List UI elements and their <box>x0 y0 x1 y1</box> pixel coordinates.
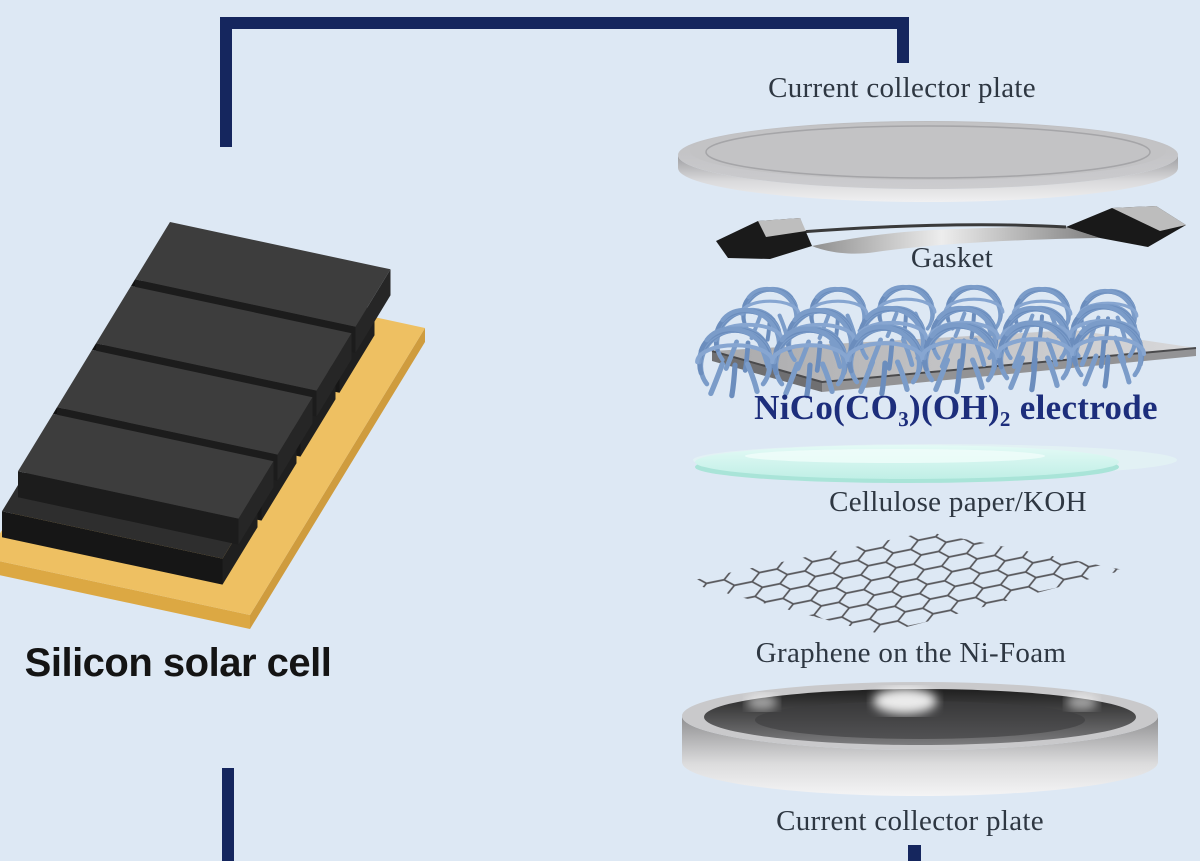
wire-top-right-vertical <box>897 17 909 63</box>
wire-bottom-right-stub <box>908 845 921 861</box>
gasket-graphic <box>716 206 1186 259</box>
top-plate-label: Current collector plate <box>768 72 1036 104</box>
graphene-label: Graphene on the Ni-Foam <box>755 637 1067 669</box>
wire-top-horizontal <box>220 17 909 29</box>
separator-graphic <box>693 444 1177 483</box>
wire-bottom-left-vertical <box>222 768 234 861</box>
bottom-current-collector-plate-graphic <box>682 682 1158 796</box>
solar-cell-label: Silicon solar cell <box>24 641 332 685</box>
top-current-collector-plate-graphic <box>678 121 1178 202</box>
wire-top-left-vertical <box>220 17 232 147</box>
bottom-plate-label: Current collector plate <box>776 805 1044 837</box>
solar-cell-illustration <box>0 222 425 629</box>
electrode-label: NiCo(CO₃)(OH)₂ electrode <box>754 388 1158 427</box>
separator-label: Cellulose paper/KOH <box>829 486 1087 518</box>
electrode-graphic <box>687 276 1197 395</box>
graphene-mesh-graphic <box>684 532 1124 634</box>
gasket-label: Gasket <box>910 242 994 274</box>
